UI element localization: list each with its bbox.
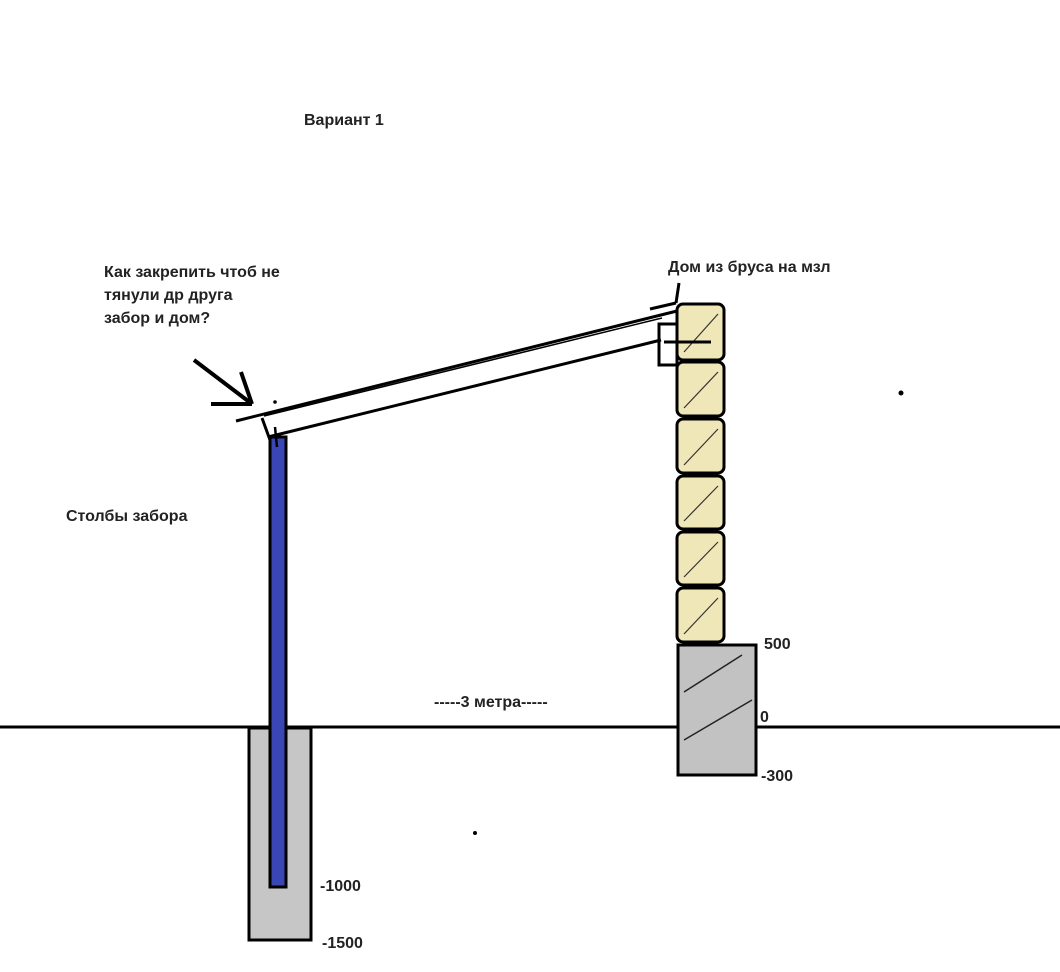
timber-beam: [675, 530, 726, 587]
level-0-label: 0: [760, 709, 769, 726]
level-minus-1500-label: -1500: [322, 935, 363, 952]
stray-dot: [898, 390, 904, 396]
timber-beam: [675, 474, 726, 531]
stray-dot: [473, 831, 477, 835]
wall-bracket: [649, 282, 711, 367]
arrow-icon: [192, 358, 254, 406]
timber-wall: [675, 302, 726, 644]
post-top-bracket: [273, 426, 279, 448]
stray-dot: [273, 400, 277, 404]
distance-label: -----3 метра-----: [434, 694, 548, 711]
diagram-title: Вариант 1: [304, 112, 384, 129]
house-label: Дом из бруса на мзл: [668, 259, 831, 276]
level-minus-1000-label: -1000: [320, 878, 361, 895]
question-note: Как закрепить чтоб не тянули др друга за…: [104, 264, 280, 327]
fence-post: [268, 435, 288, 889]
level-minus-300-label: -300: [761, 768, 794, 785]
strip-foundation: [676, 643, 758, 777]
fence-posts-label: Столбы забора: [66, 508, 188, 525]
level-500-label: 500: [764, 636, 791, 653]
canopy-beam: [235, 309, 678, 441]
